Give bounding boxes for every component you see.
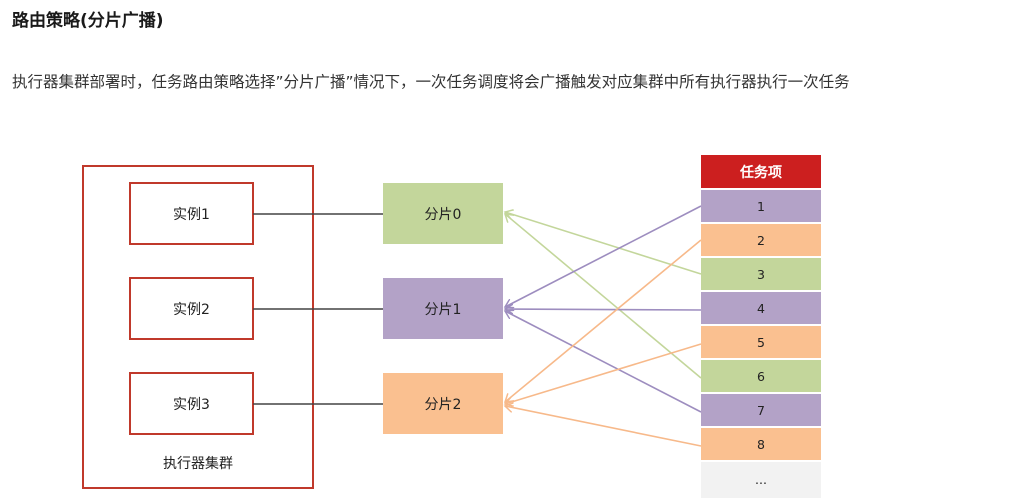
instance-2-label: 实例2 <box>173 302 210 318</box>
instance-3-label: 实例3 <box>173 397 210 413</box>
task-item-label: 8 <box>757 437 765 452</box>
shard-2-label: 分片2 <box>425 397 462 413</box>
shard-0: 分片0 <box>383 183 503 244</box>
arrow-task1-shard1 <box>505 205 702 307</box>
instance-3: 实例3 <box>129 372 254 435</box>
task-item-label: 1 <box>757 199 765 214</box>
executor-cluster-box <box>82 165 314 489</box>
instance-1: 实例1 <box>129 182 254 245</box>
task-item: 8 <box>701 428 821 460</box>
shard-0-label: 分片0 <box>425 207 462 223</box>
task-item: 3 <box>701 258 821 290</box>
task-header <box>701 155 821 188</box>
arrow-task2-shard2 <box>505 239 702 402</box>
task-item-label: 7 <box>757 403 765 418</box>
task-item-label: 3 <box>757 267 765 282</box>
task-item-label: 2 <box>757 233 765 248</box>
task-item: 1 <box>701 190 821 222</box>
shard-2: 分片2 <box>383 373 503 434</box>
task-item-label: ... <box>755 472 767 487</box>
task-item: 5 <box>701 326 821 358</box>
arrow-task4-shard1 <box>505 309 702 310</box>
task-item: 4 <box>701 292 821 324</box>
instance-1-label: 实例1 <box>173 207 210 223</box>
description-paragraph: 执行器集群部署时，任务路由策略选择”分片广播”情况下，一次任务调度将会广播触发对… <box>12 73 850 91</box>
task-item-label: 4 <box>757 301 765 316</box>
task-item: 6 <box>701 360 821 392</box>
task-item-ellipsis: ... <box>701 462 821 498</box>
arrow-task7-shard1 <box>505 311 702 413</box>
task-item: 2 <box>701 224 821 256</box>
arrow-task8-shard2 <box>505 406 702 447</box>
arrow-task3-shard0 <box>505 212 702 275</box>
shard-1-label: 分片1 <box>425 302 462 318</box>
task-item-label: 5 <box>757 335 765 350</box>
instance-2: 实例2 <box>129 277 254 340</box>
task-item: 7 <box>701 394 821 426</box>
executor-cluster-label: 执行器集群 <box>163 455 233 472</box>
shard-1: 分片1 <box>383 278 503 339</box>
section-heading: 路由策略(分片广播) <box>12 11 164 31</box>
arrow-task5-shard2 <box>505 343 702 404</box>
task-item-label: 6 <box>757 369 765 384</box>
arrow-task6-shard0 <box>505 214 702 379</box>
task-header-label: 任务项 <box>739 164 782 181</box>
